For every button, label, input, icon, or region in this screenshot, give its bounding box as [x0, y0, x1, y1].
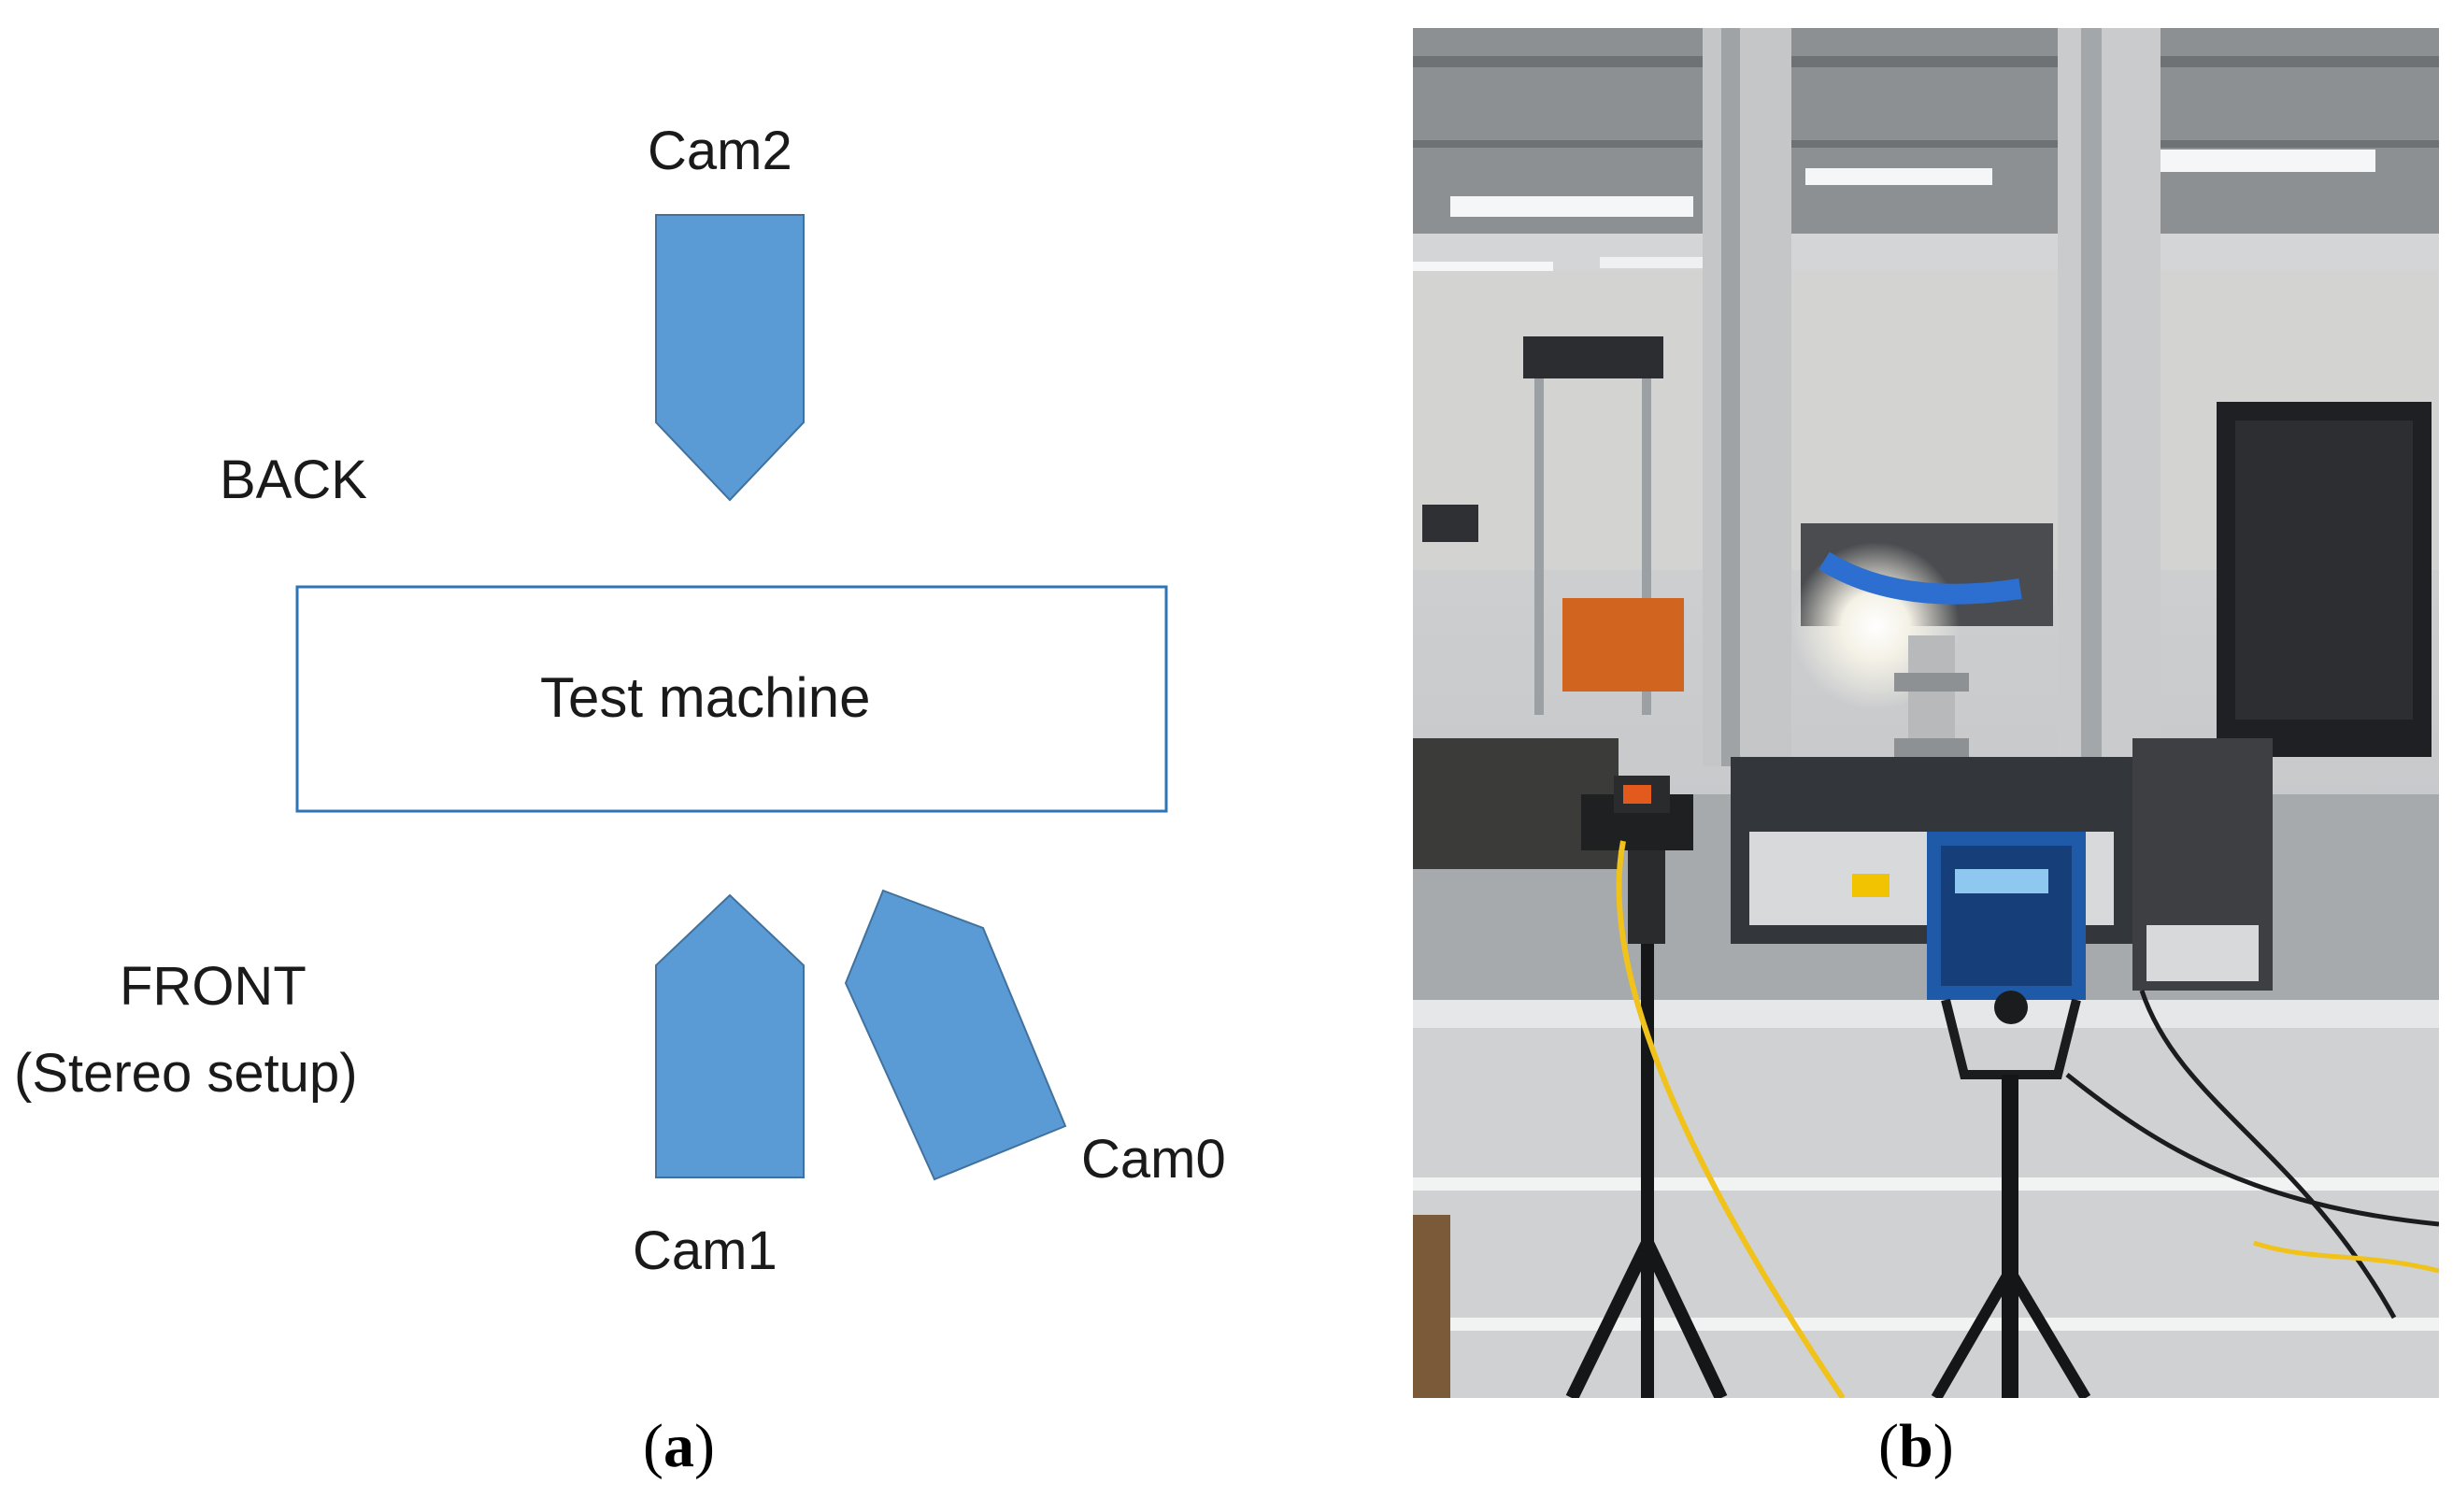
test-machine-label: Test machine [540, 666, 871, 729]
test-machine-box [295, 585, 1168, 813]
lab-photo-illustration [1413, 28, 2439, 1398]
cam1-label: Cam1 [633, 1220, 777, 1281]
setup-schematic [295, 214, 1168, 1181]
cam0-label: Cam0 [1081, 1129, 1226, 1190]
caption-a: (a) [643, 1412, 715, 1480]
caption-b-letter: b [1898, 1412, 1933, 1480]
cam2-label: Cam2 [648, 121, 792, 181]
front-sublabel: (Stereo setup) [14, 1043, 358, 1104]
lab-setup-photo [1413, 28, 2439, 1398]
cam0-shape [844, 889, 1067, 1181]
caption-a-letter: a [663, 1412, 694, 1480]
back-label: BACK [220, 449, 367, 510]
caption-b: (b) [1878, 1412, 1954, 1480]
cam1-shape [655, 893, 805, 1178]
front-label: FRONT [120, 956, 307, 1017]
cam2-shape [655, 214, 805, 502]
